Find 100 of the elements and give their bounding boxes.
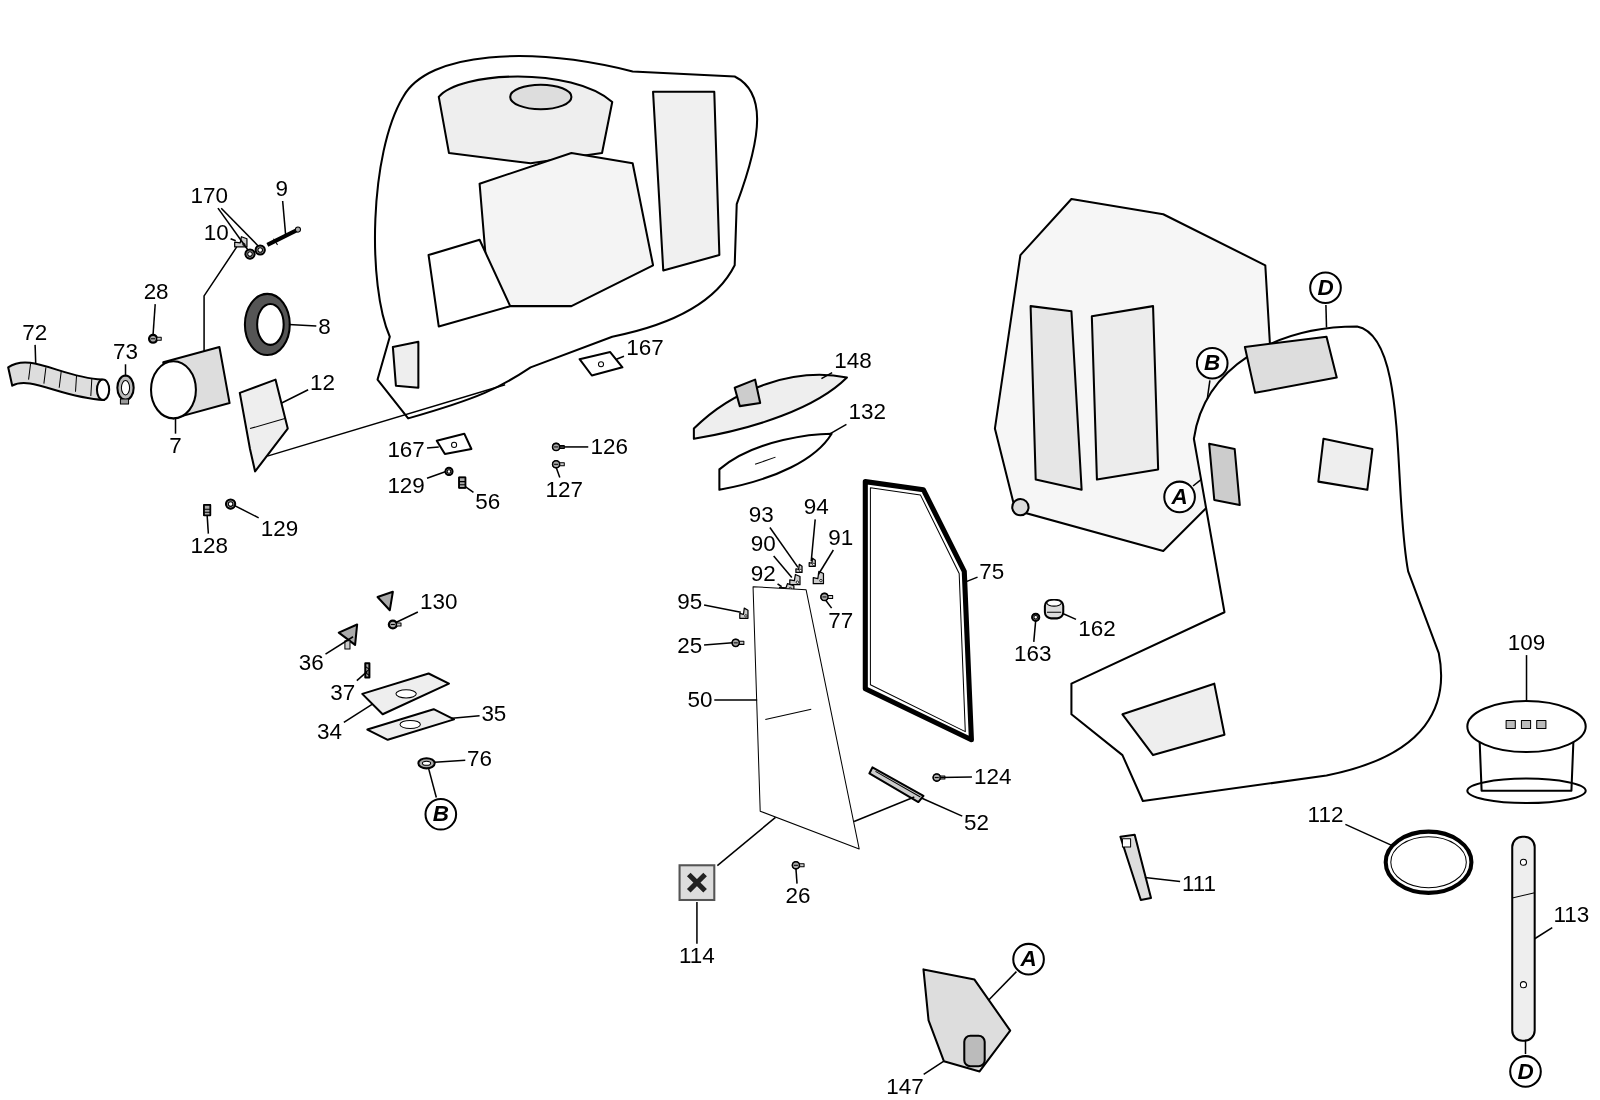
leader-line (280, 389, 309, 404)
block-drawing (812, 570, 825, 585)
filter-housing-drawing (150, 345, 231, 420)
callout-number: 7 (169, 434, 182, 458)
mounting-plate-drawing (361, 672, 450, 716)
leader-line (343, 703, 374, 724)
leader-line (776, 583, 783, 588)
callout-number: 52 (964, 811, 989, 834)
leader-line (229, 237, 237, 242)
callout-number: 72 (22, 321, 48, 344)
leader-line (124, 363, 127, 378)
callout-number: 36 (298, 652, 324, 675)
leader-line (324, 635, 354, 655)
leader-line (703, 604, 742, 613)
hose-drawing (7, 361, 111, 401)
leader-line (922, 1060, 945, 1076)
leader-line (713, 699, 758, 701)
leader-line (824, 599, 833, 609)
screw-drawing (147, 333, 162, 344)
callout-number: 37 (330, 681, 356, 705)
callout-number: 35 (481, 703, 507, 726)
callout-number: 9 (275, 177, 288, 200)
callout-number: 132 (848, 401, 887, 424)
main-housing-drawing (374, 55, 759, 420)
leader-line (1144, 876, 1181, 883)
leader-line (769, 526, 799, 569)
leader-line (810, 518, 816, 562)
callout-number: 50 (687, 688, 713, 712)
clip-drawing (808, 557, 816, 567)
spring-drawing (364, 662, 371, 679)
leader-line (1206, 379, 1211, 401)
drum-drawing (1466, 700, 1587, 805)
leader-line (281, 200, 287, 237)
reference-letter: D (1509, 1055, 1542, 1088)
callout-number: 26 (785, 884, 811, 908)
leader-line (827, 423, 848, 436)
strap-drawing (1119, 833, 1153, 901)
callout-number: 109 (1507, 631, 1546, 655)
leader-line (1344, 823, 1394, 847)
leader-line (703, 642, 734, 646)
callout-number: 12 (309, 371, 335, 394)
knob-drawing (337, 623, 359, 650)
gasket-drawing (718, 432, 833, 491)
screw-drawing (932, 773, 946, 782)
callout-number: 148 (834, 350, 872, 373)
leader-line (464, 485, 475, 494)
reference-letter: D (1309, 271, 1342, 305)
leader-line (206, 514, 210, 535)
fastener-drawing (551, 459, 565, 469)
leader-line (1325, 304, 1328, 329)
washer-drawing (1031, 612, 1041, 622)
callout-number: 129 (260, 517, 299, 540)
callout-number: 114 (679, 944, 715, 968)
leader-line (696, 901, 698, 945)
label-sticker-drawing (678, 864, 716, 901)
leader-line (451, 714, 481, 720)
callout-number: 93 (748, 504, 774, 527)
leader-line (395, 611, 419, 624)
callout-number: 77 (828, 609, 854, 632)
leader-line (152, 303, 156, 336)
bracket-drawing (922, 968, 1012, 1073)
callout-number: 127 (545, 478, 583, 501)
callout-number: 126 (590, 435, 628, 459)
callout-number: 56 (475, 490, 501, 514)
callout-number: 73 (113, 340, 138, 364)
o-ring-drawing (244, 248, 256, 260)
leader-line (988, 970, 1018, 1001)
seal-ring-drawing (243, 292, 291, 357)
callout-number: 147 (886, 1075, 924, 1098)
screw-drawing (387, 619, 402, 630)
leader-line (1533, 926, 1553, 940)
leader-line (1524, 1039, 1527, 1055)
callout-number: 25 (677, 634, 703, 658)
callout-number: 75 (979, 560, 1005, 583)
cover-plate-drawing (692, 373, 848, 440)
tube-drawing (1511, 835, 1536, 1042)
plug-drawing (1043, 599, 1065, 620)
screw-drawing (791, 860, 805, 870)
callout-number: 129 (387, 474, 425, 497)
bracket-plate-drawing (578, 351, 624, 377)
leader-line (232, 504, 260, 519)
o-ring-drawing (254, 244, 266, 256)
callout-number: 163 (1013, 642, 1052, 666)
leader-line (820, 371, 833, 380)
assembly-line (203, 246, 238, 352)
fitting-drawing (234, 236, 248, 248)
callout-number: 111 (1181, 872, 1217, 895)
leader-line (356, 670, 369, 682)
callout-number: 90 (750, 532, 776, 556)
window-sheet-drawing (752, 586, 860, 850)
reference-letter: A (1012, 942, 1045, 976)
callout-number: 167 (626, 336, 664, 360)
leader-line (1525, 654, 1528, 703)
callout-number: 76 (467, 747, 493, 771)
leader-line (288, 323, 318, 327)
callout-number: 10 (203, 221, 229, 244)
callout-number: 8 (318, 315, 331, 338)
leader-line (817, 549, 835, 576)
window-frame-drawing (862, 479, 974, 743)
callout-number: 91 (828, 526, 854, 549)
